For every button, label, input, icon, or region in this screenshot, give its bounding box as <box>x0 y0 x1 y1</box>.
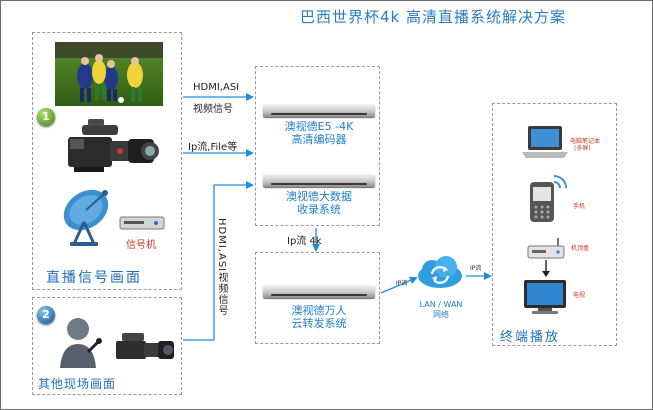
set-top-box-icon <box>527 238 565 259</box>
receiver-label: 信号机 <box>126 240 156 251</box>
network-cloud-icon <box>418 256 462 288</box>
arrow-relay-to-network <box>380 276 418 294</box>
label-hdmi-asi: HDMI,ASI <box>193 82 240 93</box>
label-video-signal: 视频信号 <box>193 104 233 115</box>
mobile-phone-icon <box>530 175 567 222</box>
label-ip-flow-left: IP流 <box>396 280 408 287</box>
cloud-relay-server <box>263 285 375 298</box>
cloud-relay-label: 澳视德万人 云转发系统 <box>263 304 375 330</box>
label-vertical-hdmi: HDMI,ASI视频信号 <box>216 218 227 317</box>
bigdata-server <box>263 174 375 187</box>
live-signal-caption: 直播信号画面 <box>46 270 142 286</box>
bigdata-label-line2: 收录系统 <box>297 203 341 216</box>
presenter-with-mic-icon <box>60 318 102 368</box>
network-label: LAN / WAN 网络 <box>412 300 470 320</box>
label-ip-file: Ip流,File等 <box>188 142 238 153</box>
stb-label: 机顶盒 <box>571 245 590 252</box>
other-scene-box <box>32 297 182 395</box>
laptop-label: 电脑笔记本 (多屏) <box>570 138 600 152</box>
label-ip-4k: Ip流 4k <box>287 236 322 247</box>
cloud-relay-label-line2: 云转发系统 <box>291 317 347 330</box>
broadcast-camera-icon <box>68 119 159 172</box>
encoder-label-line1: 澳视德E5 -4K <box>284 120 354 133</box>
encoder-group-box <box>255 66 380 226</box>
label-ip-flow-right: IP流 <box>470 265 482 272</box>
football-match-image <box>55 42 163 106</box>
stb-to-tv-arrow <box>542 260 550 277</box>
field-camera-icon <box>116 333 174 359</box>
arrow-other-to-bigdata <box>183 181 254 341</box>
bigdata-label: 澳视德大数据 收录系统 <box>263 190 375 216</box>
bigdata-label-line1: 澳视德大数据 <box>286 190 352 203</box>
satellite-dish-icon <box>63 189 109 246</box>
other-scene-caption: 其他现场画面 <box>38 377 117 391</box>
network-label-line2: 网络 <box>433 310 449 319</box>
step-2-badge: 2 <box>37 306 55 324</box>
encoder-server <box>263 104 375 117</box>
tv-label: 电视 <box>573 292 586 299</box>
terminal-box <box>492 103 617 346</box>
cloud-relay-box <box>255 252 380 344</box>
television-icon <box>524 280 566 314</box>
laptop-label-line2: (多屏) <box>574 145 591 152</box>
step-1-badge: 1 <box>37 108 55 126</box>
encoder-label-line2: 高清编码器 <box>291 133 347 146</box>
diagram-title: 巴西世界杯4k 高清直播系统解决方案 <box>300 8 566 26</box>
encoder-label: 澳视德E5 -4K 高清编码器 <box>263 120 375 146</box>
laptop-label-line1: 电脑笔记本 <box>570 138 601 145</box>
network-label-line1: LAN / WAN <box>419 300 463 309</box>
live-signal-box <box>32 32 182 290</box>
terminal-caption: 终端播放 <box>500 330 561 345</box>
receiver-device-icon <box>119 216 165 230</box>
laptop-icon <box>522 126 568 158</box>
cloud-relay-label-line1: 澳视德万人 <box>291 304 347 317</box>
phone-label: 手机 <box>573 203 586 210</box>
